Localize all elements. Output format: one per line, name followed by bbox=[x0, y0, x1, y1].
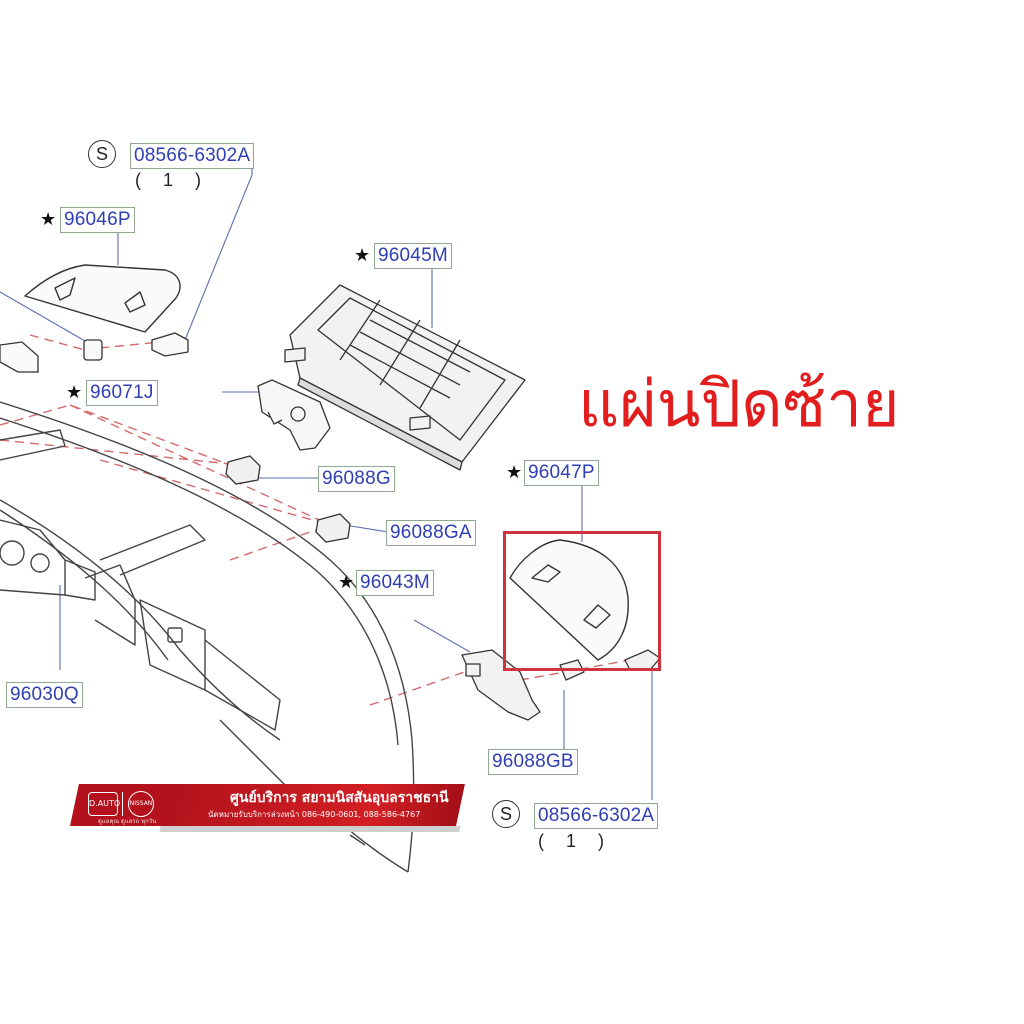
callout-96088GB: 96088GB bbox=[488, 749, 578, 775]
qty-top: (1) bbox=[135, 170, 223, 190]
bracket-96071J-drawing bbox=[257, 379, 331, 451]
clips-96088-drawing bbox=[225, 455, 351, 543]
callout-96043M: 96043M bbox=[356, 570, 434, 596]
panel-96045M-drawing bbox=[284, 284, 526, 471]
callout-96088G: 96088G bbox=[318, 466, 395, 492]
dealer-name: ศูนย์บริการ สยามนิสสันอุบลราชธานี bbox=[230, 790, 449, 806]
logo-divider bbox=[122, 792, 123, 816]
star-icon: ★ bbox=[338, 572, 355, 592]
banner-underline bbox=[159, 826, 461, 832]
callout-08566-6302A-top: 08566-6302A bbox=[130, 143, 255, 169]
clip-left-drawing bbox=[0, 332, 189, 373]
s-marker-bottom: S bbox=[492, 800, 520, 828]
callout-96047P: 96047P bbox=[524, 460, 599, 486]
dauto-logo: D.AUTO bbox=[88, 792, 120, 816]
star-icon: ★ bbox=[354, 245, 371, 265]
star-icon: ★ bbox=[506, 462, 523, 482]
highlight-box-96047P bbox=[503, 531, 661, 671]
overlay-title-left-cover: แผ่นปิดซ้าย bbox=[578, 368, 900, 442]
brand-tagline: ดูแลคุณ ดูแลรถ ทุกวัน bbox=[98, 818, 157, 825]
callout-96030Q: 96030Q bbox=[6, 682, 83, 708]
dealer-contact: นัดหมายรับบริการล่วงหน้า 086-490-0601, 0… bbox=[208, 810, 421, 819]
qty-bottom: (1) bbox=[538, 831, 626, 851]
dealer-banner: D.AUTO NISSAN ดูแลคุณ ดูแลรถ ทุกวัน ศูนย… bbox=[70, 784, 465, 834]
s-marker-top: S bbox=[88, 140, 116, 168]
bracket-96043M-drawing bbox=[461, 649, 661, 721]
callout-96046P: 96046P bbox=[60, 207, 135, 233]
cover-96047P-drawing bbox=[509, 539, 629, 661]
star-icon: ★ bbox=[40, 209, 57, 229]
callout-08566-6302A-bottom: 08566-6302A bbox=[534, 803, 659, 829]
callout-96045M: 96045M bbox=[374, 243, 452, 269]
cover-96046P-drawing bbox=[24, 264, 181, 333]
nissan-logo: NISSAN bbox=[128, 791, 154, 817]
star-icon: ★ bbox=[66, 382, 83, 402]
callout-96088GA: 96088GA bbox=[386, 520, 476, 546]
callout-96071J: 96071J bbox=[86, 380, 158, 406]
